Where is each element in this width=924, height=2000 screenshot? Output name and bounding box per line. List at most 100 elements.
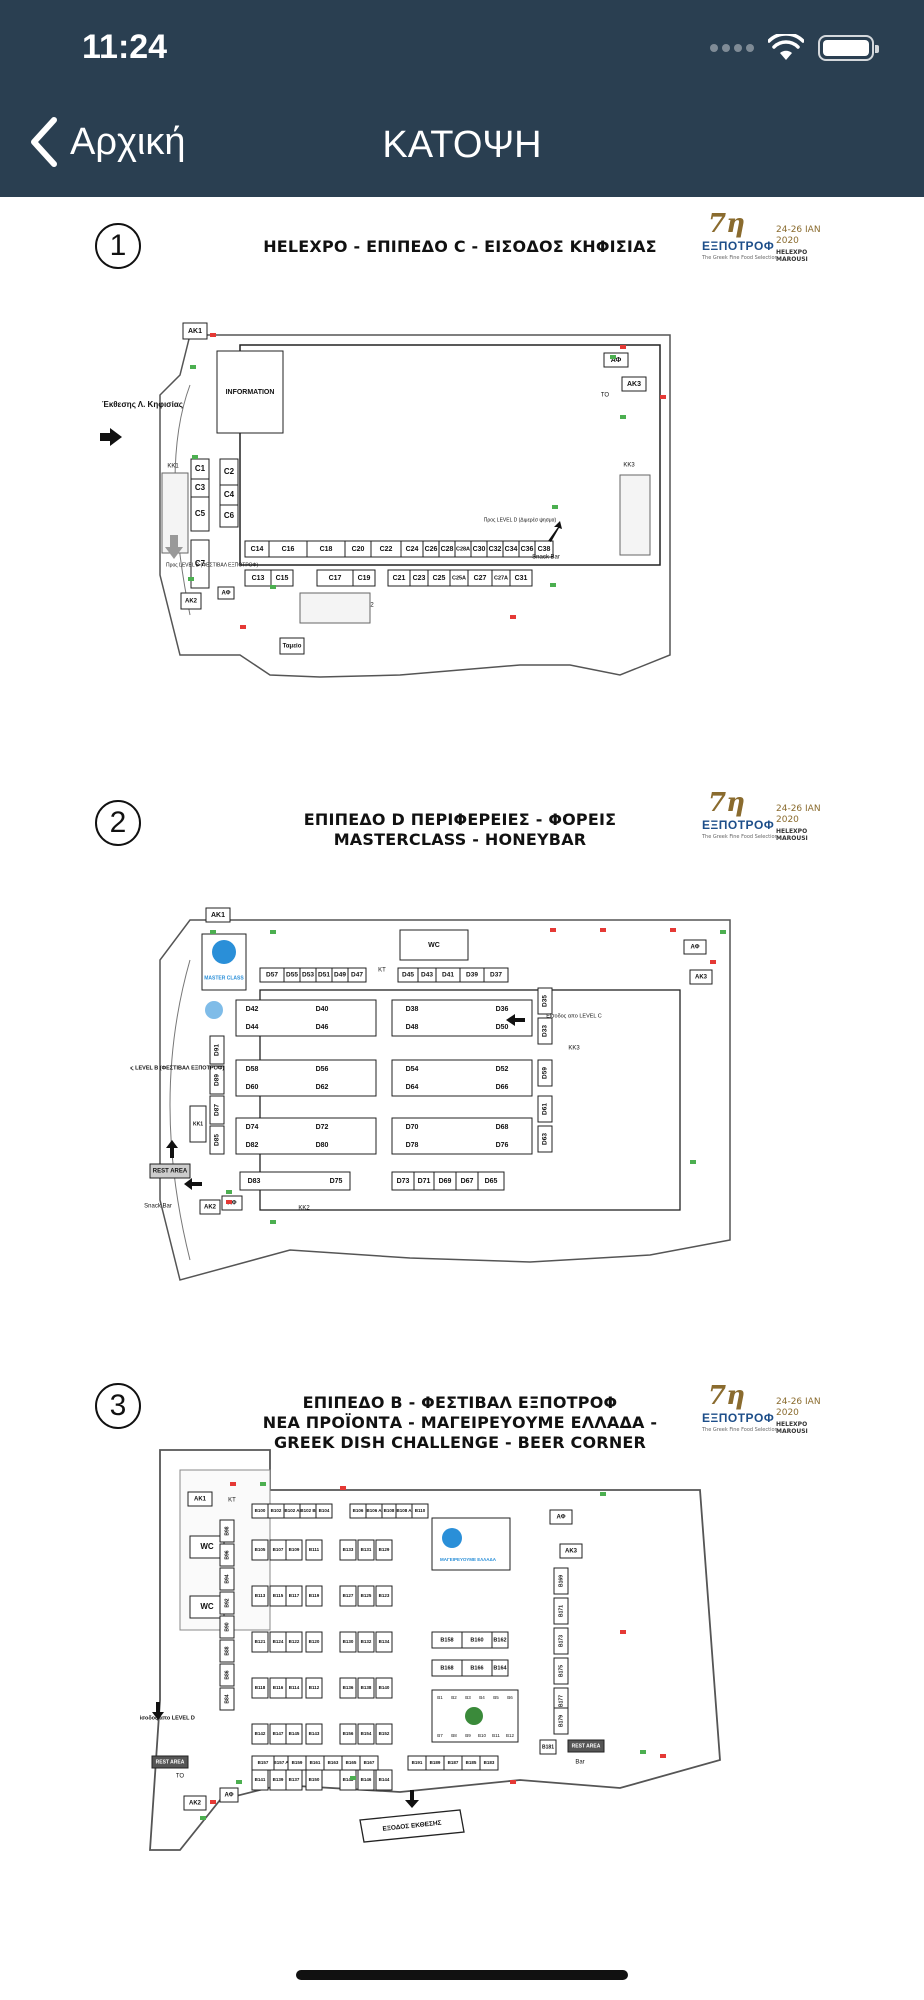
- rest-area-left-box: [151, 1755, 189, 1769]
- marker: [210, 930, 216, 934]
- booth-d49-label: D49: [334, 972, 346, 979]
- kk3-label: KK3: [623, 463, 635, 469]
- ak3-box: [621, 376, 647, 392]
- marker: [270, 1220, 276, 1224]
- booth-b152: [375, 1723, 393, 1745]
- booth-b136-label: B136: [343, 1685, 354, 1690]
- ak3-box: [689, 969, 713, 985]
- ak1-box: [205, 907, 231, 923]
- booth-d47: [347, 967, 367, 983]
- entrance-d-label: Είσοδος απο LEVEL D: [140, 1715, 195, 1721]
- booth-b121-label: B121: [255, 1639, 266, 1644]
- booth-b167-label: B167: [364, 1760, 375, 1765]
- booth-c32-label: C32: [489, 546, 502, 553]
- booth-b117: [285, 1585, 303, 1607]
- booth-d52: D52: [496, 1066, 509, 1073]
- booth-d91: [209, 1035, 225, 1065]
- booth-d67-label: D67: [461, 1178, 474, 1185]
- booth-d64: D64: [406, 1084, 419, 1091]
- booth-b138-label: B138: [361, 1685, 372, 1690]
- booth-b140: [375, 1677, 393, 1699]
- booth-d60: D60: [246, 1084, 259, 1091]
- floor-plan-level-c[interactable]: AK1ΑΦAK3ΤΟINFORMATIONΕίσοδος Έκθεσης Λ. …: [68, 315, 770, 735]
- booth-b106-label: B106: [353, 1508, 364, 1513]
- marker: [620, 345, 626, 349]
- booth-d59-label: D59: [542, 1067, 549, 1079]
- booth-c22-label: C22: [380, 546, 393, 553]
- beer-corner-icon: [465, 1707, 483, 1725]
- booth-c38-label: C38: [538, 546, 551, 553]
- entrance-label: Είσοδος Έκθεσης Λ. Κηφισίας: [100, 400, 183, 409]
- booth-c19-label: C19: [358, 575, 371, 582]
- wifi-icon: [768, 34, 804, 60]
- booth-b145: [285, 1723, 303, 1745]
- expotrof-logo: 7η ΕΞΠΟΤΡΟΦ The Greek Fine Food Selectio…: [702, 209, 821, 263]
- booth-d71-label: D71: [418, 1178, 431, 1185]
- booth-b131: [357, 1539, 375, 1561]
- booth-b156: [339, 1723, 357, 1745]
- booth-d36: D36: [496, 1006, 509, 1013]
- booth-b104-label: B104: [319, 1508, 330, 1513]
- booth-d65-label: D65: [485, 1178, 498, 1185]
- masterclass-label: MASTER CLASS: [204, 975, 244, 981]
- booth-b119-label: B119: [309, 1593, 320, 1598]
- booth-b96: [219, 1543, 235, 1567]
- booth-b179-label: B179: [558, 1715, 564, 1727]
- booth-d57-label: D57: [266, 972, 278, 979]
- booth-d37-label: D37: [490, 972, 502, 979]
- exit-banner: [359, 1809, 465, 1843]
- booth-d89: [209, 1065, 225, 1095]
- booth-c6-label: C6: [224, 511, 235, 520]
- booth-d69-label: D69: [439, 1178, 452, 1185]
- booth-b8: B8: [451, 1733, 457, 1738]
- booth-b189-label: B189: [430, 1760, 441, 1765]
- booth-b124-label: B124: [273, 1639, 284, 1644]
- floor-plan-section-1: 1 HELEXPO - ΕΠΙΠΕΔΟ C - ΕΙΣΟΔΟΣ ΚΗΦΙΣΙΑΣ…: [0, 197, 924, 767]
- up-arrow: [166, 1140, 178, 1158]
- booth-b144: [375, 1769, 393, 1791]
- booth-b148-label: B148: [343, 1777, 354, 1782]
- to-label: ΤΟ: [601, 393, 610, 399]
- booth-b183-label: B183: [484, 1760, 495, 1765]
- marker: [226, 1200, 232, 1204]
- booth-b181-label: B181: [542, 1744, 554, 1750]
- home-indicator[interactable]: [296, 1970, 628, 1980]
- booth-b98-label: B98: [224, 1526, 230, 1535]
- booth-b2: B2: [451, 1695, 457, 1700]
- snack-bar-label: Snack Bar: [532, 555, 560, 561]
- af-box: [549, 1509, 573, 1525]
- booth-c1-label: C1: [195, 464, 206, 473]
- back-button[interactable]: Αρχική: [26, 116, 185, 168]
- wc-box: [399, 929, 469, 961]
- booth-b136: [339, 1677, 357, 1699]
- marker: [230, 1482, 236, 1486]
- tameio-box: [279, 637, 305, 655]
- information-box: [216, 350, 284, 434]
- booth-d44: D44: [246, 1024, 259, 1031]
- booth-b114-label: B114: [289, 1685, 300, 1690]
- booth-b120-label: B120: [309, 1639, 320, 1644]
- booth-c28-label: C28: [441, 546, 454, 553]
- marker: [210, 333, 216, 337]
- mageirevoume-label: ΜΑΓΕΙΡΕΥΟΥΜΕ ΕΛΛΑΔΑ: [440, 1557, 497, 1562]
- status-icons: [710, 34, 879, 62]
- snack-bar-label: Snack Bar: [144, 1204, 172, 1210]
- booth-b130: [339, 1631, 357, 1653]
- kk3-label: KK3: [568, 1046, 580, 1052]
- booth-b134-label: B134: [379, 1639, 390, 1644]
- marker: [552, 505, 558, 509]
- booth-d61: [537, 1095, 553, 1123]
- entrance-arrow: [92, 428, 122, 446]
- kk1-label: KK1: [167, 464, 179, 470]
- booth-b125: [357, 1585, 375, 1607]
- booth-b161-label: B161: [310, 1760, 321, 1765]
- to-level-b-label: Προς LEVEL B (ΦΕΣΤΙΒΑΛ ΕΞΠΟΤΡΟΦ): [166, 562, 259, 568]
- marker: [270, 585, 276, 589]
- hall-area: [259, 989, 681, 1211]
- ak2-box: [199, 1199, 221, 1215]
- ak1-box-label: AK1: [211, 912, 225, 919]
- expotrof-logo: 7η ΕΞΠΟΤΡΟΦ The Greek Fine Food Selectio…: [702, 1381, 821, 1435]
- marker: [510, 615, 516, 619]
